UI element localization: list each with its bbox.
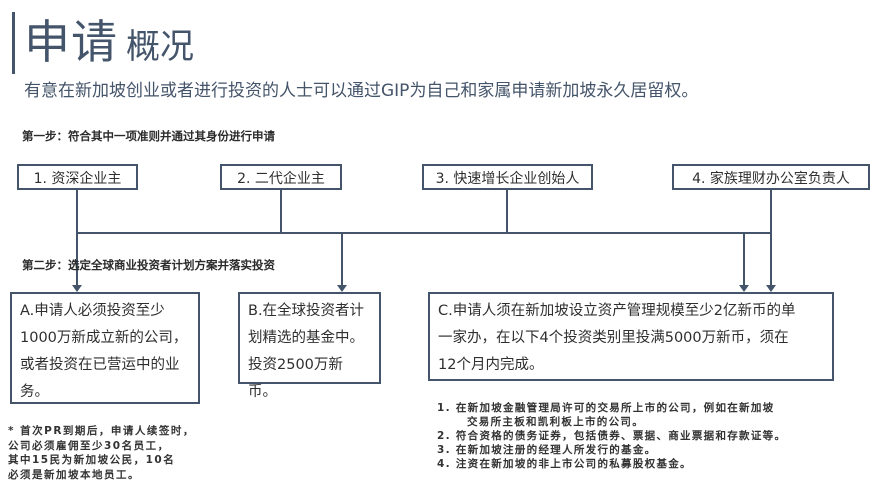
arrow-to-c-right xyxy=(766,285,776,292)
option-box-c: C.申请人须在新加坡设立资产管理规模至少2亿新币的单 一家办，在以下4个投资类别… xyxy=(428,292,834,381)
footnote-line: * 首次PR到期后，申请人续签时， xyxy=(8,425,195,437)
category-box-2: 2. 二代企业主 xyxy=(220,164,342,190)
footnote-line: 其中15民为新加坡公民，10名 xyxy=(8,454,176,466)
option-a-footnote: * 首次PR到期后，申请人续签时， 公司必须雇佣至少30名员工， 其中15民为新… xyxy=(8,424,195,482)
option-b-line: 投资2500万新币。 xyxy=(248,357,343,400)
option-b-line: 划精选的基金中。 xyxy=(248,330,364,346)
list-item: 4. 注资在新加坡的非上市公司的私募股权基金。 xyxy=(437,458,692,470)
investment-categories-list: 1. 在新加坡金融管理局许可的交易所上市的公司，例如在新加坡 交易所主板和凯利板… xyxy=(437,401,786,471)
option-c-line: C.申请人须在新加坡设立资产管理规模至少2亿新币的单 xyxy=(438,303,796,319)
list-item: 1. 在新加坡金融管理局许可的交易所上市的公司，例如在新加坡 xyxy=(437,402,775,414)
list-item: 2. 符合资格的债务证券，包括债券、票据、商业票据和存款证等。 xyxy=(437,430,787,442)
option-c-line: 12个月内完成。 xyxy=(438,357,544,373)
option-b-line: B.在全球投资者计 xyxy=(248,303,365,319)
category-box-3: 3. 快速增长企业创始人 xyxy=(422,164,593,190)
arrow-to-c-left xyxy=(739,285,749,292)
option-box-b: B.在全球投资者计 划精选的基金中。 投资2500万新币。 xyxy=(238,292,381,400)
category-box-1: 1. 资深企业主 xyxy=(17,164,138,190)
footnote-line: 必须是新加坡本地员工。 xyxy=(8,468,140,481)
option-c-line: 一家办，在以下4个投资类别里投满5000万新币，须在 xyxy=(438,330,789,346)
page-subtitle: 有意在新加坡创业或者进行投资的人士可以通过GIP为自己和家属申请新加坡永久居留权… xyxy=(24,81,699,101)
step-two-heading: 第二步：选定全球商业投资者计划方案并落实投资 xyxy=(22,258,275,272)
page-title: 申请概况 xyxy=(24,6,194,72)
step-one-heading: 第一步：符合其中一项准则并通过其身份进行申请 xyxy=(22,129,275,143)
title-sub: 概况 xyxy=(126,27,194,67)
arrow-to-a xyxy=(72,285,82,292)
footnote-line: 公司必须雇佣至少30名员工， xyxy=(8,439,170,452)
list-item-continuation: 交易所主板和凯利板上市的公司。 xyxy=(467,416,644,428)
title-main: 申请 xyxy=(24,15,118,69)
arrow-to-b xyxy=(337,285,347,292)
option-box-a: A.申请人必须投资至少1000万新成立新的公司，或者投资在已营运中的业务。 xyxy=(10,292,200,404)
list-item: 3. 在新加坡注册的经理人所发行的基金。 xyxy=(437,444,657,456)
category-box-4: 4. 家族理财办公室负责人 xyxy=(672,164,870,190)
title-accent-bar xyxy=(12,12,15,74)
